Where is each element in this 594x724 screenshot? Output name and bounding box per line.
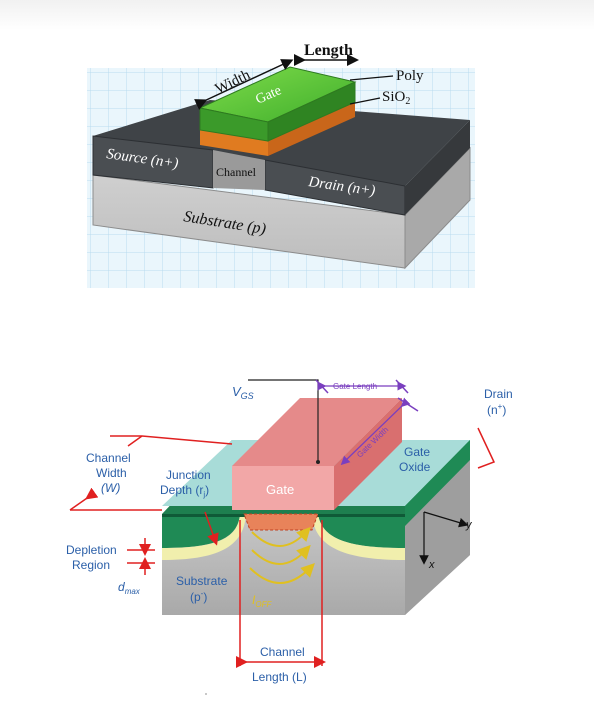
oxide-side <box>405 440 470 526</box>
junction-depth-arrow <box>204 511 219 546</box>
vgs-contact <box>316 460 320 464</box>
gate-width-arrow <box>340 397 411 466</box>
drain-label-line2: (n+) <box>487 402 506 417</box>
channel-width-line2: Width <box>96 466 127 480</box>
drain-depletion <box>312 514 405 560</box>
channel-width-line1: Channel <box>86 451 131 465</box>
channel-length-line1: Channel <box>260 645 305 659</box>
sio2-leader <box>349 97 381 105</box>
depletion-line1: Depletion <box>66 543 117 557</box>
poly-label: Poly <box>396 68 424 84</box>
channel-label: Channel <box>216 165 257 179</box>
vgs-lead <box>248 379 319 462</box>
junction-line2: Depth (rj) <box>160 483 209 499</box>
ioff-arc-3 <box>249 563 315 584</box>
channel-width-tick <box>127 435 143 447</box>
x-axis-label: x <box>428 559 435 571</box>
substrate-line1: Substrate <box>176 574 228 588</box>
channel-cavity <box>213 150 265 190</box>
drain-bracket <box>477 427 496 469</box>
gate-length-tick-right <box>395 379 409 394</box>
sio2-layer-side <box>268 102 355 156</box>
drain-label-line1: Drain <box>484 387 513 401</box>
sio2-label: SiO2 <box>382 89 410 107</box>
top-bar <box>0 0 594 30</box>
gate-oxide-line2: Oxide <box>399 460 431 474</box>
gate-side <box>267 81 356 142</box>
y-axis-arrow <box>423 511 469 528</box>
channel-width-top <box>110 435 233 445</box>
dmax-label: dmax <box>118 580 141 596</box>
stray-dot <box>205 693 207 695</box>
depletion-line2: Region <box>72 558 110 572</box>
channel-length-line2: Length (L) <box>252 670 307 684</box>
substrate-body <box>162 455 470 615</box>
channel-width-arrow <box>69 487 99 511</box>
drain-side <box>405 120 470 215</box>
junction-line1: Junction <box>166 468 211 482</box>
figure-mosfet-3d: Length Width Gate Poly SiO2 Source (n+) … <box>87 42 475 288</box>
ioff-arc-1 <box>251 526 311 547</box>
gate-length-label: Gate Length <box>333 382 377 391</box>
gate-oxide-line1: Gate <box>404 445 430 459</box>
source-depletion <box>162 514 246 560</box>
ioff-arc-2 <box>251 544 311 565</box>
drain-well <box>318 514 405 548</box>
substrate-line2: (p-) <box>190 589 207 604</box>
channel-region <box>243 513 319 531</box>
gate-label: Gate <box>266 482 294 497</box>
substrate-side <box>404 146 471 270</box>
gate-length-tick-left <box>315 379 329 394</box>
ioff-label: IOFF <box>252 593 272 609</box>
poly-leader <box>349 75 394 81</box>
substrate-side <box>405 455 470 615</box>
length-label: Length <box>304 42 353 59</box>
channel-width-line3: (W) <box>101 481 120 495</box>
gate-front <box>232 466 334 510</box>
vgs-label: VGS <box>232 384 254 401</box>
width-arrow <box>194 59 294 110</box>
y-axis-label: y <box>465 519 473 531</box>
sio2-layer-front <box>200 130 268 156</box>
source-well <box>162 514 240 548</box>
figure-mosfet-cross-section: VGS Gate Length Gate Width Drain (n+) Ch… <box>66 379 513 684</box>
